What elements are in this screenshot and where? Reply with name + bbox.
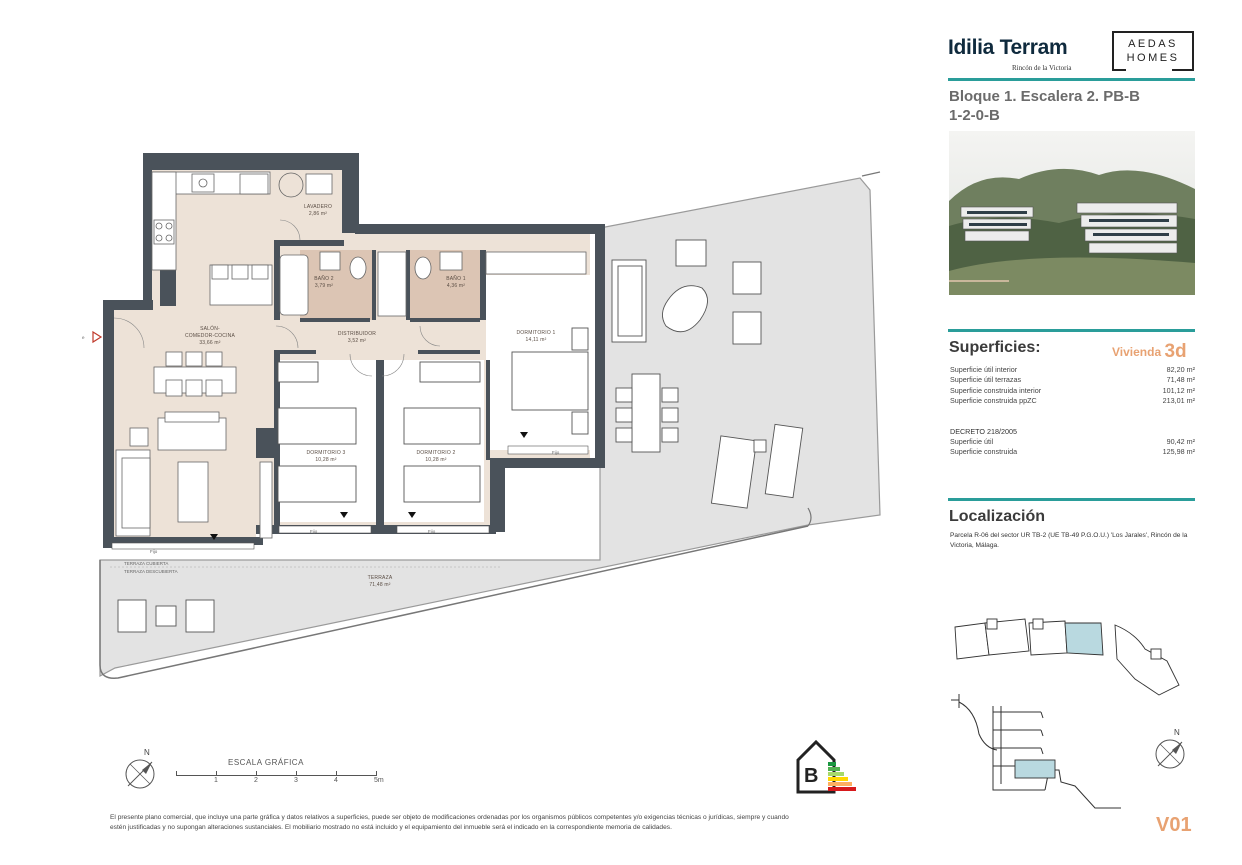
terraza-cubierta-label: TERRAZA CUBIERTA — [124, 561, 168, 566]
room-label-dormitorio1: DORMITORIO 1 — [517, 330, 556, 336]
energy-rating-icon: B — [796, 739, 856, 794]
bathroom-fixtures — [279, 251, 587, 317]
room-label-terraza: TERRAZA — [368, 575, 393, 581]
brand-subtitle: Rincón de la Victoria — [1012, 64, 1072, 72]
room-label-salon-2: COMEDOR-COCINA — [185, 333, 235, 339]
room-area-dormitorio3: 10,28 m² — [315, 457, 336, 463]
room-label-distribuidor: DISTRIBUIDOR — [338, 331, 376, 337]
floor-plan: SALÓN- COMEDOR-COCINA 33,66 m² LAVADERO … — [82, 153, 881, 679]
page-code: V01 — [1156, 814, 1192, 836]
terraza-descubierta-label: TERRAZA DESCUBIERTA — [124, 569, 178, 574]
room-label-lavadero: LAVADERO — [304, 204, 332, 210]
room-label-bano1: BAÑO 1 — [446, 275, 466, 282]
vivienda-type: Vivienda 3d — [1112, 340, 1187, 362]
svg-text:N: N — [1174, 728, 1180, 737]
room-area-dormitorio1: 14,11 m² — [526, 337, 547, 343]
entrance-label: e — [82, 335, 85, 340]
fijo-label-2: Fijo — [310, 529, 318, 534]
graphic-scale: ESCALA GRÁFICA 1 2 3 4 5m — [176, 758, 396, 788]
decreto-title: DECRETO 218/2005 — [950, 427, 1017, 436]
scale-tick-5: 5m — [374, 777, 384, 784]
room-area-salon: 33,66 m² — [199, 340, 220, 346]
dining-table — [153, 351, 237, 397]
room-area-terraza: 71,48 m² — [369, 582, 390, 588]
divider — [948, 498, 1195, 501]
door-swings — [113, 219, 441, 377]
developer-logo-line2: HOMES — [1126, 52, 1180, 64]
windows — [111, 445, 589, 550]
room-area-bano2: 3,79 m² — [315, 283, 333, 289]
unit-title-line2: 1-2-0-B — [949, 107, 1000, 124]
building-photo — [949, 131, 1195, 295]
room-area-bano1: 4,36 m² — [447, 283, 465, 289]
localizacion-title: Localización — [949, 508, 1046, 525]
living-room-furniture — [115, 411, 273, 539]
site-key-plan — [954, 618, 1180, 696]
scale-tick-3: 3 — [294, 777, 298, 784]
scale-title: ESCALA GRÁFICA — [228, 758, 304, 767]
fijo-label-4: Fijo — [552, 450, 560, 455]
fijo-label-3: Fijo — [428, 529, 436, 534]
room-label-dormitorio2: DORMITORIO 2 — [417, 450, 456, 456]
room-area-lavadero: 2,86 m² — [309, 211, 327, 217]
north-arrow-icon: N — [125, 748, 155, 789]
room-labels: SALÓN- COMEDOR-COCINA 33,66 m² LAVADERO … — [82, 204, 560, 588]
scale-tick-1: 1 — [214, 777, 218, 784]
room-label-dormitorio3: DORMITORIO 3 — [307, 450, 346, 456]
svg-text:B: B — [804, 765, 818, 787]
terrace-boundary — [99, 525, 809, 679]
fijo-label-1: Fijo — [150, 549, 158, 554]
developer-logo-line1: AEDAS — [1128, 38, 1178, 50]
unit-title-line1: Bloque 1. Escalera 2. PB-B — [949, 88, 1140, 105]
localizacion-text: Parcela R-06 del sector UR TB-2 (UE TB-4… — [950, 532, 1188, 549]
terrace-furniture — [117, 239, 804, 633]
brand-title: Idilia Terram — [948, 36, 1068, 59]
scale-bar — [176, 771, 376, 776]
svg-text:N: N — [144, 748, 150, 757]
divider — [948, 78, 1195, 81]
scale-tick-4: 4 — [334, 777, 338, 784]
section-key-plan — [951, 694, 1121, 809]
kitchen — [151, 171, 333, 306]
developer-logo: AEDAS HOMES — [1112, 31, 1194, 71]
unit-title: Bloque 1. Escalera 2. PB-B 1-2-0-B — [949, 87, 1140, 125]
scale-tick-2: 2 — [254, 777, 258, 784]
room-area-dormitorio2: 10,28 m² — [425, 457, 446, 463]
vivienda-label: Vivienda — [1112, 345, 1162, 359]
beds — [277, 327, 589, 503]
superficies-title: Superficies: — [949, 339, 1041, 356]
north-arrow-icon: N — [1155, 728, 1185, 769]
vivienda-code: 3d — [1164, 341, 1187, 362]
entrance-arrow — [92, 330, 103, 344]
divider — [948, 329, 1195, 332]
walls — [103, 153, 605, 548]
room-label-salon: SALÓN- — [200, 325, 220, 332]
disclaimer: El presente plano comercial, que incluye… — [110, 814, 789, 831]
room-area-distribuidor: 3,52 m² — [348, 338, 366, 344]
room-label-bano2: BAÑO 2 — [314, 275, 334, 282]
